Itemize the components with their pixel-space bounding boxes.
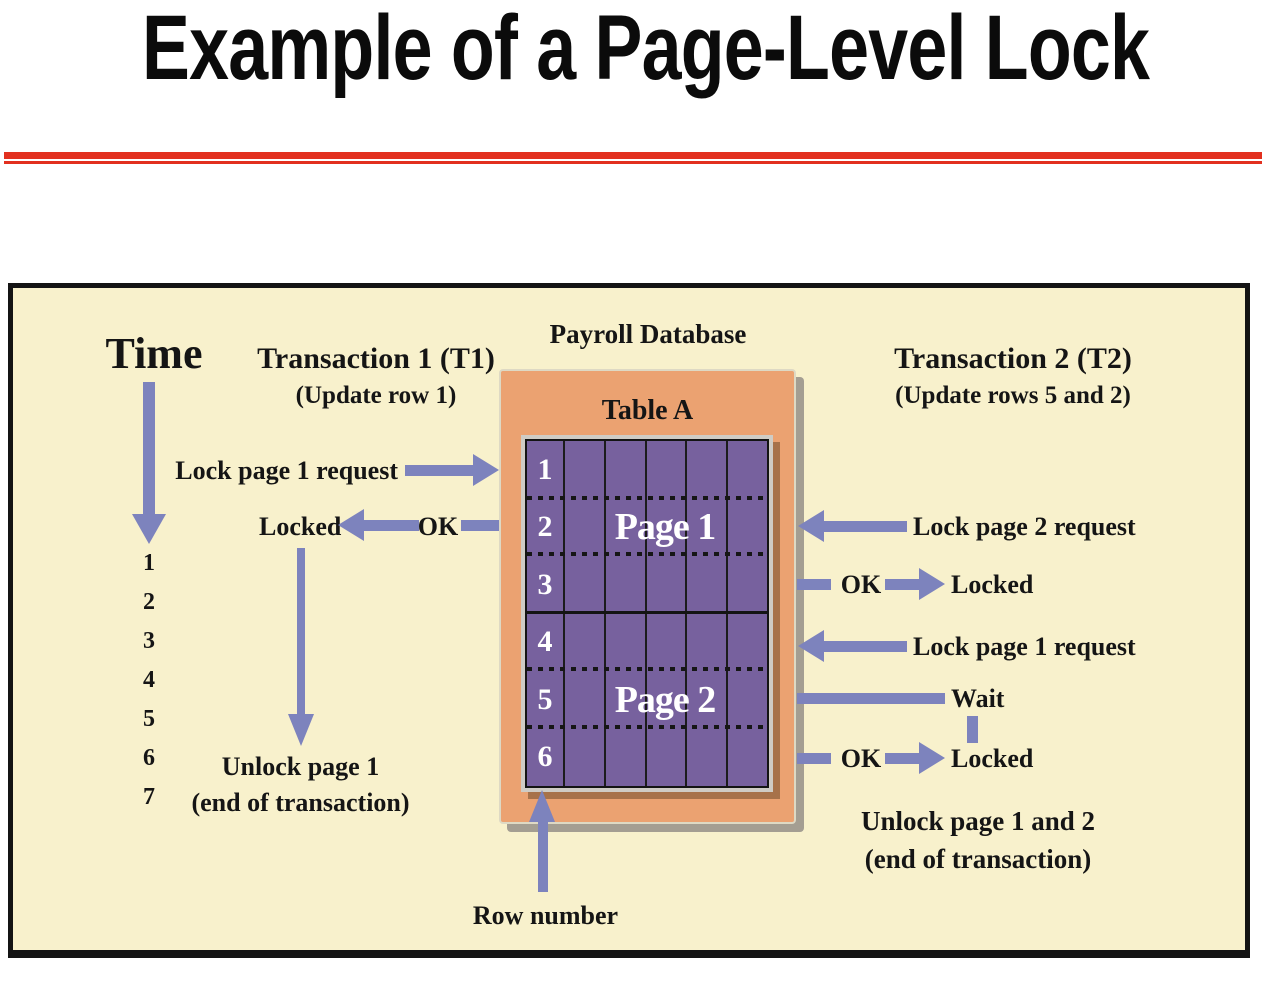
row-pointer-arrow-shaft xyxy=(538,820,548,892)
t2-wait-line xyxy=(797,693,945,704)
t2-unlock-label: Unlock page 1 and 2 xyxy=(860,806,1096,836)
title-divider-thick xyxy=(4,152,1262,159)
t2-lock2-arrow-shaft xyxy=(822,521,907,532)
t2-header: Transaction 2 (T2) (Update rows 5 and 2) xyxy=(868,341,1158,411)
t2-unlock-block: Unlock page 1 and 2 (end of transaction) xyxy=(833,804,1123,876)
t1-locked-label: Locked xyxy=(259,512,342,541)
row-pointer-arrow-head xyxy=(529,790,555,822)
time-tick: 6 xyxy=(143,745,155,771)
t2-lock1-label: Lock page 1 request xyxy=(913,632,1136,661)
time-label: Time xyxy=(105,329,203,378)
t1-lock-request-label: Lock page 1 request xyxy=(175,456,398,485)
database-box: Table A 1 2 3 4 5 xyxy=(499,369,796,824)
time-ticks: 1 2 3 4 5 6 7 xyxy=(132,550,166,810)
row-number: 1 xyxy=(537,453,553,486)
t2-locked1-label: Locked xyxy=(951,570,1034,599)
page1-label: Page 1 xyxy=(614,506,717,548)
row-number: 2 xyxy=(537,510,553,543)
table-a-label: Table A xyxy=(601,395,694,426)
t1-lock-request-arrow-shaft xyxy=(405,465,475,476)
t2-lock2-label: Lock page 2 request xyxy=(913,512,1136,541)
t2-wait-label: Wait xyxy=(951,684,1005,713)
title-divider-thin xyxy=(4,161,1262,164)
t1-ok-arrow-shaft xyxy=(362,520,419,531)
row-divider-dotted xyxy=(527,552,767,556)
page2-label: Page 2 xyxy=(614,679,717,721)
t2-locked1-arrow-head xyxy=(919,568,945,600)
t2-lock2-arrow-head xyxy=(798,510,824,542)
t2-title: Transaction 2 (T2) xyxy=(894,342,1132,375)
diagram-panel: Time 1 2 3 4 5 6 7 Transaction 1 (T1) (U… xyxy=(8,283,1250,958)
t1-hold-arrow-head xyxy=(288,714,314,746)
t1-subtitle: (Update row 1) xyxy=(295,382,457,409)
t2-lock1-arrow-head xyxy=(798,630,824,662)
t2-locked2-arrow-head xyxy=(919,742,945,774)
page-title: Example of a Page-Level Lock xyxy=(0,0,1271,98)
row-number: 6 xyxy=(537,740,553,773)
time-tick: 5 xyxy=(143,706,155,732)
table-grid: 1 2 3 4 5 6 Page 1 Page 2 xyxy=(525,439,769,788)
t2-unlock-note: (end of transaction) xyxy=(864,844,1092,874)
t2-ok2-label: OK xyxy=(840,744,882,773)
t2-locked2-arrow-shaft xyxy=(885,753,921,764)
time-tick: 4 xyxy=(143,667,155,693)
t1-unlock-note: (end of transaction) xyxy=(191,788,410,817)
page-title-text: Example of a Page-Level Lock xyxy=(142,0,1150,99)
t2-ok1-segment xyxy=(797,579,831,590)
t2-ok2-segment xyxy=(797,753,831,764)
row-divider-dotted xyxy=(527,725,767,729)
row-divider-dotted xyxy=(527,496,767,500)
t2-lock1-arrow-shaft xyxy=(822,641,907,652)
t2-ok1-label: OK xyxy=(840,570,882,599)
page-boundary-line xyxy=(527,611,767,614)
time-tick: 2 xyxy=(143,589,155,615)
t1-hold-arrow-shaft xyxy=(297,548,305,716)
time-tick: 3 xyxy=(143,628,155,654)
t1-unlock-block: Unlock page 1 (end of transaction) xyxy=(183,751,418,819)
row-number: 3 xyxy=(537,568,553,601)
row-number: 5 xyxy=(537,683,553,716)
t2-wait-connector xyxy=(967,716,978,743)
time-tick: 7 xyxy=(143,784,155,810)
t1-unlock-label: Unlock page 1 xyxy=(221,752,380,781)
t2-subtitle: (Update rows 5 and 2) xyxy=(895,382,1131,409)
row-divider-dotted xyxy=(527,667,767,671)
database-title: Payroll Database xyxy=(549,319,747,349)
t2-locked1-arrow-shaft xyxy=(885,579,921,590)
row-number: 4 xyxy=(537,625,553,658)
t2-locked2-label: Locked xyxy=(951,744,1034,773)
t1-ok-segment xyxy=(461,520,499,531)
t1-lock-request-arrow-head xyxy=(473,454,499,486)
time-arrow-shaft xyxy=(143,382,155,516)
t1-title: Transaction 1 (T1) xyxy=(257,342,495,375)
t1-ok-label: OK xyxy=(417,512,459,541)
t1-header: Transaction 1 (T1) (Update row 1) xyxy=(241,341,511,411)
row-pointer-label: Row number xyxy=(472,901,619,930)
time-tick: 1 xyxy=(143,550,155,576)
table-grid-frame: 1 2 3 4 5 6 Page 1 Page 2 xyxy=(521,435,773,792)
t1-ok-arrow-head xyxy=(338,509,364,541)
time-arrow-head xyxy=(132,514,166,544)
